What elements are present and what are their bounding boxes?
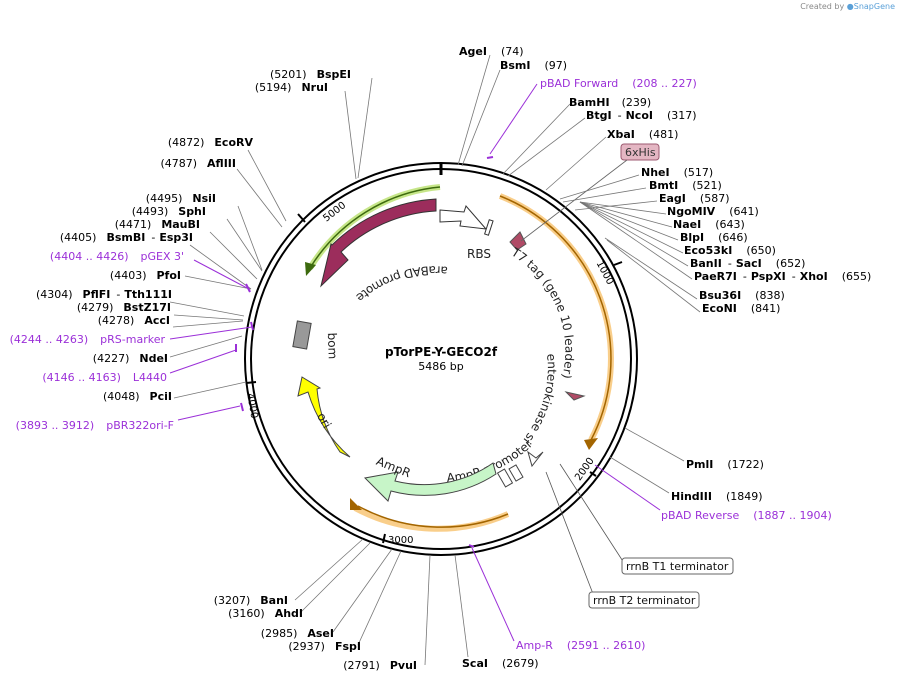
site-asei[interactable]: (2985)AseI: [261, 627, 334, 640]
sixhis-label: 6xHis: [625, 146, 656, 159]
plasmid-name: pTorPE-Y-GECO2f: [385, 345, 498, 359]
site-eco53ki[interactable]: Eco53kI(650): [684, 244, 776, 257]
primer-pgex-3[interactable]: (4404 .. 4426)pGEX 3': [50, 250, 184, 263]
site-fspi[interactable]: (2937)FspI: [288, 640, 361, 653]
primer-amp-r[interactable]: Amp-R(2591 .. 2610): [516, 639, 645, 652]
sixhis-box[interactable]: [620, 143, 660, 161]
green-arc-head: [305, 262, 316, 276]
rrnb-t2-box[interactable]: [588, 591, 700, 609]
orange-arc-1: [498, 193, 614, 442]
site-ngomiv[interactable]: NgoMIV(641): [667, 205, 759, 218]
site-bsmbi-esp3i[interactable]: (4405)BsmBI-Esp3I: [60, 231, 193, 244]
site-bmti[interactable]: BmtI(521): [649, 179, 722, 192]
tick-4000: 4000: [244, 392, 259, 419]
site-nhei[interactable]: NheI(517): [641, 166, 713, 179]
bom-label: bom: [325, 332, 340, 359]
site-btgi-ncoi[interactable]: BtgI-NcoI(317): [586, 109, 697, 122]
site-pvui[interactable]: (2791)PvuI: [343, 659, 417, 672]
tick-2000: 2000: [573, 456, 597, 483]
site-ndei[interactable]: (4227)NdeI: [93, 352, 168, 365]
site-bsmi[interactable]: BsmI(97): [500, 59, 567, 72]
rbs-label: RBS: [467, 247, 491, 261]
primer-leaders: [169, 83, 661, 642]
ampr-promoter-feature[interactable]: [527, 450, 544, 468]
tick-3000: 3000: [388, 535, 413, 546]
site-scai[interactable]: ScaI(2679): [462, 657, 539, 670]
site-bani[interactable]: (3207)BanI: [214, 594, 288, 607]
rrnb-t1-box[interactable]: [621, 557, 734, 575]
site-acci[interactable]: (4278)AccI: [98, 314, 170, 327]
bom-feature[interactable]: [292, 320, 312, 350]
site-naei[interactable]: NaeI(643): [673, 218, 745, 231]
site-ahdi[interactable]: (3160)AhdI: [228, 607, 303, 620]
rrnb-t2-label: rrnB T2 terminator: [593, 594, 696, 607]
orange-arc-2-line: [357, 505, 509, 528]
arabad-promoter-feature[interactable]: [439, 205, 488, 230]
site-bamhi[interactable]: BamHI(239): [569, 96, 651, 109]
primer-pbad-reverse[interactable]: pBAD Reverse(1887 .. 1904): [661, 509, 832, 522]
arac-label: araC: [368, 227, 399, 253]
site-pfoi[interactable]: (4403)PfoI: [110, 269, 181, 282]
primer-pbr322ori-f[interactable]: (3893 .. 3912)pBR322ori-F: [16, 419, 174, 432]
tick-5000: 5000: [321, 200, 348, 224]
site-banii-saci[interactable]: BanII-SacI(652): [690, 257, 805, 270]
ori-label: ori: [314, 410, 334, 431]
arac-feature[interactable]: [320, 198, 437, 288]
ori-feature[interactable]: [297, 376, 351, 458]
primer-prs-marker[interactable]: (4244 .. 4263)pRS-marker: [10, 333, 166, 346]
site-bspei[interactable]: (5201)BspEI: [270, 68, 351, 81]
site-blpi[interactable]: BlpI(646): [680, 231, 748, 244]
site-paer7i-pspxi-xhoi[interactable]: PaeR7I-PspXI-XhoI(655): [694, 270, 871, 283]
rrnb-t1-marker[interactable]: [496, 468, 514, 488]
primer-labels: pBAD Forward(208 .. 227) pBAD Reverse(18…: [10, 77, 832, 652]
orange-arc-2: [353, 505, 510, 532]
left-sites: (5201)BspEI (5194)NruI (4872)EcoRV (4787…: [36, 68, 351, 403]
primer-l4440[interactable]: (4146 .. 4163)L4440: [42, 371, 167, 384]
site-bstz17i[interactable]: (4279)BstZ17I: [77, 301, 171, 314]
credit-brand: SnapGene: [853, 2, 895, 11]
site-sphi[interactable]: (4493)SphI: [132, 205, 206, 218]
t7-tag-text: T7 tag (gene 10 leader): [508, 245, 576, 381]
site-pmli[interactable]: PmlI(1722): [686, 458, 764, 471]
credit-prefix: Created by: [800, 2, 845, 11]
ampr-feature[interactable]: [363, 462, 497, 502]
primer-pbad-forward[interactable]: pBAD Forward(208 .. 227): [540, 77, 697, 90]
site-leaders: [169, 54, 701, 666]
site-eagi[interactable]: EagI(587): [659, 192, 730, 205]
credit: Created by ●SnapGene: [800, 2, 895, 11]
orange-arc-1-line: [499, 195, 612, 441]
site-bsu36i[interactable]: Bsu36I(838): [699, 289, 785, 302]
orange-arc-2-head: [350, 498, 362, 510]
site-nrui[interactable]: (5194)NruI: [255, 81, 328, 94]
site-afliii[interactable]: (4787)AflIII: [160, 157, 236, 170]
rrnb-t2-marker[interactable]: [508, 464, 524, 482]
plasmid-length: 5486 bp: [418, 360, 463, 373]
green-arc-line: [309, 186, 441, 269]
site-maubi[interactable]: (4471)MauBI: [115, 218, 200, 231]
site-econi[interactable]: EcoNI(841): [702, 302, 780, 315]
site-nsii[interactable]: (4495)NsiI: [146, 192, 216, 205]
site-ecorv[interactable]: (4872)EcoRV: [168, 136, 254, 149]
site-xbai[interactable]: XbaI(481): [607, 128, 678, 141]
bottom-sites: (3207)BanI (3160)AhdI (2985)AseI (2937)F…: [214, 594, 539, 672]
orange-arc-1-head: [584, 438, 598, 450]
site-hindiii[interactable]: HindIII(1849): [671, 490, 763, 503]
snapgene-icon: ●: [846, 2, 854, 11]
right-sites: AgeI(74) BsmI(97) BamHI(239) BtgI-NcoI(3…: [459, 45, 871, 503]
t7-tag-feature[interactable]: [509, 231, 527, 251]
rbs-feature[interactable]: [483, 219, 494, 236]
t7-tag-label: T7 tag (gene 10 leader): [508, 245, 576, 381]
enterokinase-feature[interactable]: [564, 391, 586, 401]
rrnb-t1-label: rrnB T1 terminator: [626, 560, 729, 573]
site-pcii[interactable]: (4048)PciI: [103, 390, 172, 403]
site-agei[interactable]: AgeI(74): [459, 45, 524, 58]
site-pflfi-tth111i[interactable]: (4304)PflFI-Tth111I: [36, 288, 172, 301]
